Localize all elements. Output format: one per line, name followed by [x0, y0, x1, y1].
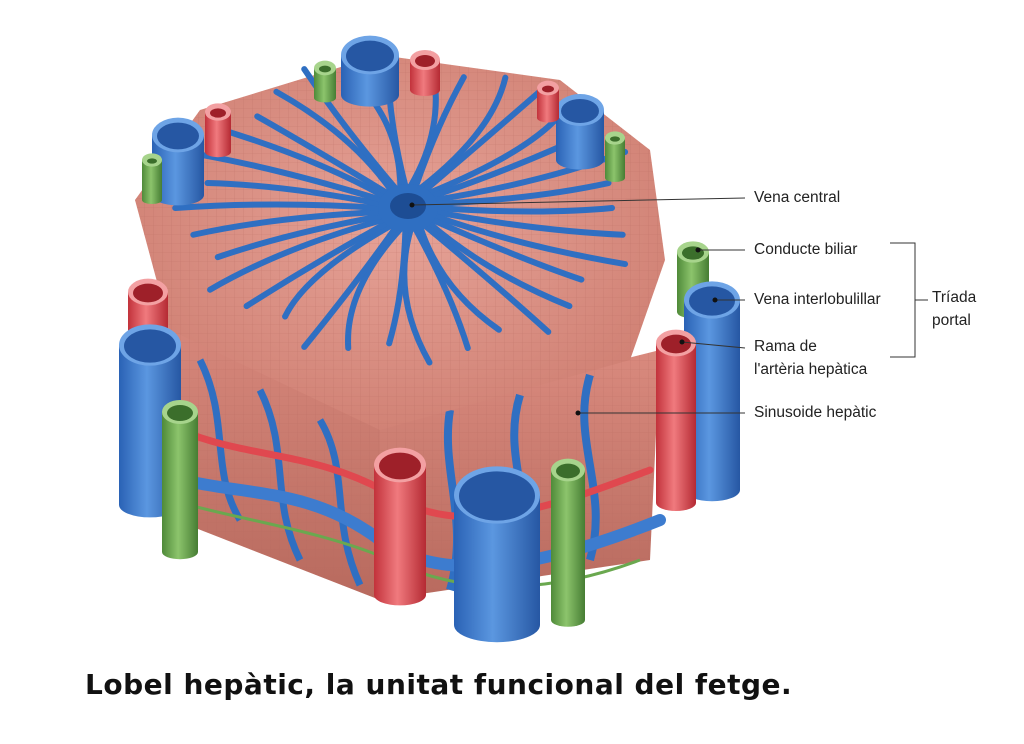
- sinusoid-channel: [421, 222, 552, 335]
- hepatic-artery-branch: [410, 50, 440, 96]
- sinusoid-channel: [273, 88, 395, 194]
- label-triada-line2: portal: [932, 312, 971, 329]
- label-rama-line1: Rama de: [754, 338, 817, 355]
- hepatic-artery-branch: [537, 80, 559, 123]
- sinusoid-channel: [421, 81, 552, 194]
- interlobular-vein: [341, 35, 399, 107]
- sinusoid-channel: [243, 219, 391, 310]
- bile-duct: [142, 153, 162, 204]
- sinusoid-channel: [301, 224, 399, 350]
- portal-triad-vessels: [119, 35, 740, 643]
- sinusoid-channel: [345, 226, 404, 352]
- sinusoid-channel: [417, 74, 509, 192]
- central-vein: [378, 184, 438, 232]
- bile-duct: [605, 131, 625, 182]
- sinusoid-channel: [431, 212, 629, 268]
- leader-dots: [409, 202, 718, 416]
- bile-duct: [551, 458, 585, 627]
- sinusoid-channel: [432, 180, 612, 207]
- interlobular-vein: [454, 466, 540, 643]
- sinusoid-channel: [431, 148, 629, 204]
- sinusoid-channel: [207, 216, 388, 293]
- lobule-top-face: [135, 55, 665, 430]
- hepatic-artery-branch: [656, 329, 696, 511]
- sinusoid-channel: [428, 216, 585, 283]
- label-sinusoide: Sinusoide hepàtic: [754, 404, 877, 421]
- sinusoid-channel: [254, 113, 391, 197]
- sinusoid-channel: [412, 226, 471, 352]
- label-vena-interlobulillar: Vena interlobulillar: [754, 291, 881, 308]
- sinusoid-channel: [301, 66, 399, 192]
- sinusoid-channel: [282, 222, 395, 320]
- figure-caption: Lobel hepàtic, la unitat funcional del f…: [85, 668, 793, 701]
- sinusoid-channel: [201, 152, 385, 204]
- sinusoid-channel: [417, 224, 502, 333]
- hepatic-sinusoids: [172, 50, 629, 366]
- sinusoid-channel: [386, 226, 409, 347]
- sinusoid-channel: [425, 113, 562, 197]
- label-rama-line2: l'artèria hepàtica: [754, 361, 868, 378]
- sinusoid-channel: [190, 209, 384, 238]
- sinusoid-channel: [207, 123, 388, 200]
- label-triada-line1: Tríada: [932, 289, 977, 306]
- sinusoid-channel: [172, 201, 383, 211]
- sinusoid-channel: [433, 205, 615, 215]
- interlobular-vein: [152, 117, 204, 206]
- sinusoid-channel: [425, 219, 573, 310]
- hepatic-artery-branch: [205, 103, 231, 158]
- interlobular-vein: [556, 94, 604, 170]
- sinusoid-channel: [432, 209, 626, 238]
- bile-duct: [162, 400, 198, 560]
- sinusoid-channel: [412, 74, 467, 190]
- label-conducte-biliar: Conducte biliar: [754, 241, 858, 258]
- leader-lines: [411, 197, 928, 414]
- label-vena-central: Vena central: [754, 189, 841, 206]
- bile-duct: [314, 60, 336, 103]
- sinusoid-channel: [214, 212, 385, 261]
- sinusoid-channel: [204, 180, 384, 207]
- hepatic-artery-branch: [374, 447, 426, 606]
